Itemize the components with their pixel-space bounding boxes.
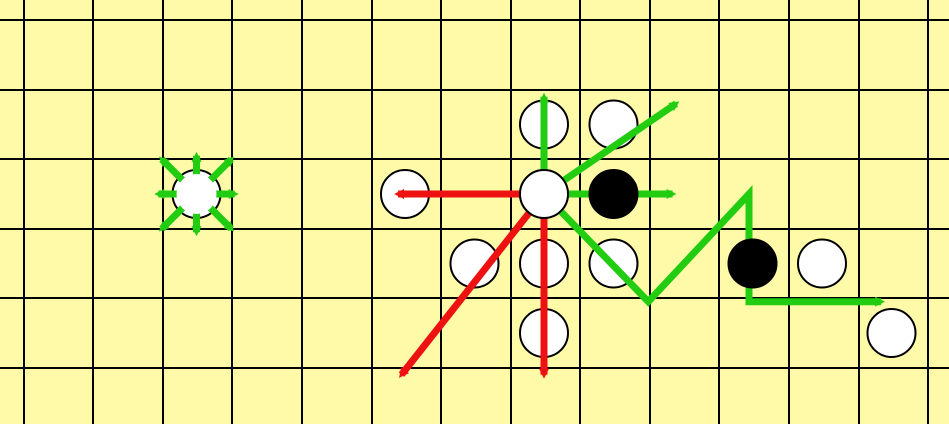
black-stone <box>588 169 639 219</box>
left-white-stone-center <box>176 174 217 214</box>
white-stone <box>866 308 917 358</box>
green-arrow <box>541 185 886 307</box>
white-stone <box>797 238 847 289</box>
red-arrow <box>398 191 547 378</box>
green-arrow <box>542 100 680 197</box>
black-stone <box>727 238 778 289</box>
white-stone <box>588 99 639 150</box>
center-white-stone <box>519 169 569 219</box>
black-stones-layer <box>176 169 778 289</box>
